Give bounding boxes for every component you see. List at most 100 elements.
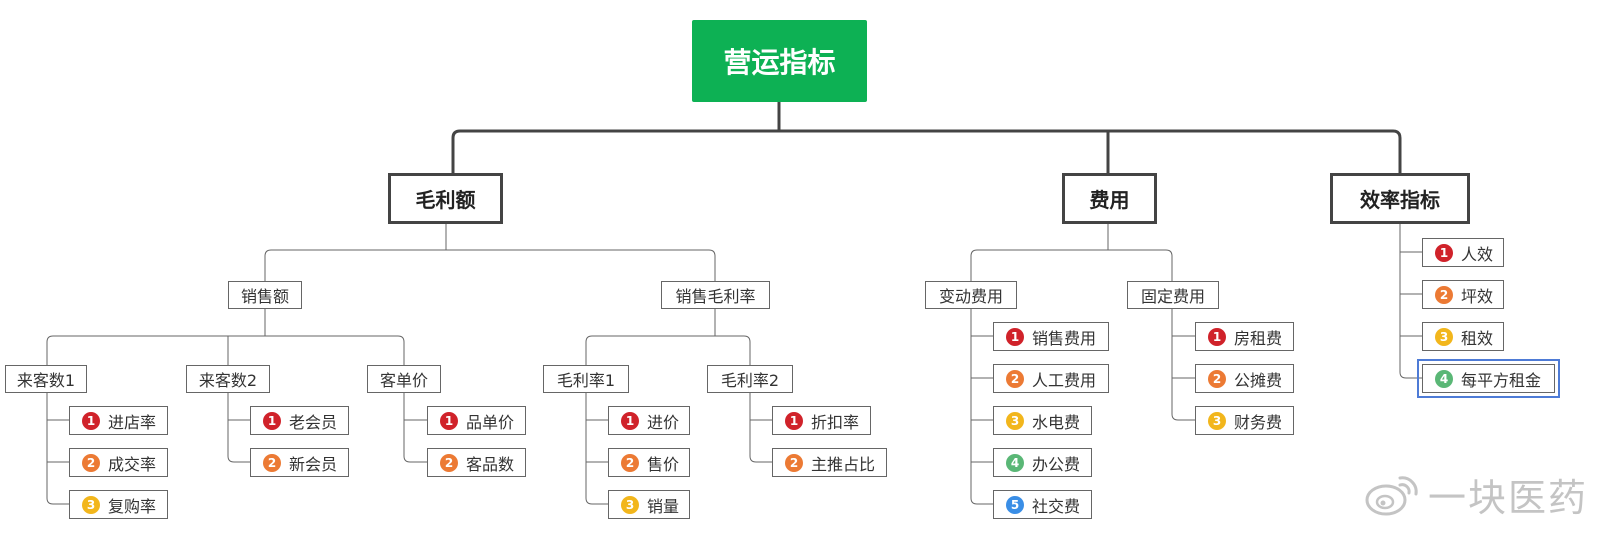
leaf-label: 销售费用	[1032, 328, 1097, 348]
leaf-label: 租效	[1461, 328, 1494, 348]
number-badge-2-icon: 2	[82, 453, 100, 472]
leaf-purchase-price[interactable]: 1 进价	[608, 406, 690, 435]
number-badge-2-icon: 2	[440, 453, 458, 472]
leaf-conversion-rate[interactable]: 2 成交率	[69, 448, 168, 477]
connector-line	[264, 249, 716, 281]
connector-line	[46, 393, 69, 505]
leaf-visit-rate[interactable]: 1 进店率	[69, 406, 168, 435]
number-badge-4-icon: 4	[1006, 453, 1024, 472]
leaf-label: 折扣率	[811, 412, 860, 432]
leaf-shared-cost[interactable]: 2 公摊费	[1195, 364, 1294, 393]
number-badge-4-icon: 4	[1435, 369, 1453, 388]
number-badge-2-icon: 2	[621, 453, 639, 472]
leaf-promo-share[interactable]: 2 主推占比	[772, 448, 887, 477]
number-badge-3-icon: 3	[82, 495, 100, 514]
weibo-icon	[1365, 475, 1418, 515]
connector-line	[227, 393, 250, 463]
leaf-items-per-customer[interactable]: 2 客品数	[427, 448, 526, 477]
leaf-discount-rate[interactable]: 1 折扣率	[772, 406, 871, 435]
leaf-financial-cost[interactable]: 3 财务费	[1195, 406, 1294, 435]
number-badge-2-icon: 2	[785, 453, 803, 472]
connector-line	[749, 393, 772, 463]
leaf-entertainment-expense[interactable]: 5 社交费	[993, 490, 1092, 519]
leaf-staff-efficiency[interactable]: 1 人效	[1422, 238, 1504, 267]
leaf-rent-efficiency[interactable]: 3 租效	[1422, 322, 1504, 351]
branch-expenses[interactable]: 费用	[1062, 173, 1157, 224]
leaf-sales-volume[interactable]: 3 销量	[608, 490, 690, 519]
leaf-repurchase-rate[interactable]: 3 复购率	[69, 490, 168, 519]
node-sales-margin-rate[interactable]: 销售毛利率	[661, 281, 770, 309]
number-badge-2-icon: 2	[1006, 369, 1024, 388]
leaf-label: 社交费	[1032, 496, 1081, 516]
connector-line	[1171, 309, 1195, 421]
branch-efficiency[interactable]: 效率指标	[1330, 173, 1470, 224]
leaf-label: 坪效	[1461, 286, 1494, 306]
branch-gross-profit[interactable]: 毛利额	[388, 173, 503, 224]
number-badge-1-icon: 1	[1435, 243, 1453, 262]
number-badge-1-icon: 1	[785, 411, 803, 430]
number-badge-1-icon: 1	[1006, 327, 1024, 346]
leaf-label: 老会员	[289, 412, 338, 432]
number-badge-2-icon: 2	[1208, 369, 1226, 388]
leaf-rent-per-sqm[interactable]: 4 每平方租金	[1417, 359, 1560, 398]
root-node[interactable]: 营运指标	[692, 20, 867, 102]
number-badge-1-icon: 1	[440, 411, 458, 430]
number-badge-3-icon: 3	[621, 495, 639, 514]
number-badge-3-icon: 3	[1435, 327, 1453, 346]
number-badge-1-icon: 1	[82, 411, 100, 430]
number-badge-3-icon: 3	[1208, 411, 1226, 430]
connector-line	[46, 335, 405, 365]
number-badge-1-icon: 1	[1208, 327, 1226, 346]
leaf-item-price[interactable]: 1 品单价	[427, 406, 526, 435]
number-badge-2-icon: 2	[263, 453, 281, 472]
watermark-text: 一块医药	[1427, 476, 1588, 520]
connector-line	[1399, 224, 1422, 379]
leaf-label: 新会员	[289, 454, 338, 474]
connector-line	[403, 393, 427, 463]
number-badge-3-icon: 3	[1006, 411, 1024, 430]
leaf-label: 公摊费	[1234, 370, 1283, 390]
leaf-label: 品单价	[466, 412, 515, 432]
number-badge-1-icon: 1	[263, 411, 281, 430]
connector-line	[585, 335, 751, 365]
leaf-label: 财务费	[1234, 412, 1283, 432]
number-badge-1-icon: 1	[621, 411, 639, 430]
leaf-old-member[interactable]: 1 老会员	[250, 406, 349, 435]
leaf-label: 客品数	[466, 454, 515, 474]
leaf-label: 人效	[1461, 244, 1494, 264]
number-badge-2-icon: 2	[1435, 285, 1453, 304]
watermark: 一块医药	[1364, 467, 1588, 522]
connector-line	[970, 309, 993, 505]
leaf-sale-price[interactable]: 2 售价	[608, 448, 690, 477]
leaf-area-efficiency[interactable]: 2 坪效	[1422, 280, 1504, 309]
node-visitors-2[interactable]: 来客数2	[186, 365, 270, 393]
node-margin-2[interactable]: 毛利率2	[707, 365, 793, 393]
leaf-label: 进价	[647, 412, 680, 432]
node-sales[interactable]: 销售额	[228, 281, 302, 309]
node-avg-ticket[interactable]: 客单价	[367, 365, 441, 393]
leaf-label: 进店率	[108, 412, 157, 432]
node-variable-cost[interactable]: 变动费用	[925, 281, 1017, 309]
leaf-label: 主推占比	[811, 454, 876, 474]
connector-line	[585, 393, 608, 505]
leaf-label: 复购率	[108, 496, 157, 516]
leaf-label: 成交率	[108, 454, 157, 474]
leaf-label: 房租费	[1234, 328, 1283, 348]
leaf-rent[interactable]: 1 房租费	[1195, 322, 1294, 351]
leaf-label: 售价	[647, 454, 680, 474]
connector-line	[970, 249, 1173, 281]
leaf-selling-expense[interactable]: 1 销售费用	[993, 322, 1109, 351]
leaf-label: 销量	[647, 496, 680, 516]
node-margin-1[interactable]: 毛利率1	[543, 365, 629, 393]
node-visitors-1[interactable]: 来客数1	[5, 365, 87, 393]
node-fixed-cost[interactable]: 固定费用	[1127, 281, 1219, 309]
number-badge-5-icon: 5	[1006, 495, 1024, 514]
leaf-label: 每平方租金	[1461, 370, 1542, 390]
leaf-new-member[interactable]: 2 新会员	[250, 448, 349, 477]
connector-line	[451, 129, 1402, 173]
